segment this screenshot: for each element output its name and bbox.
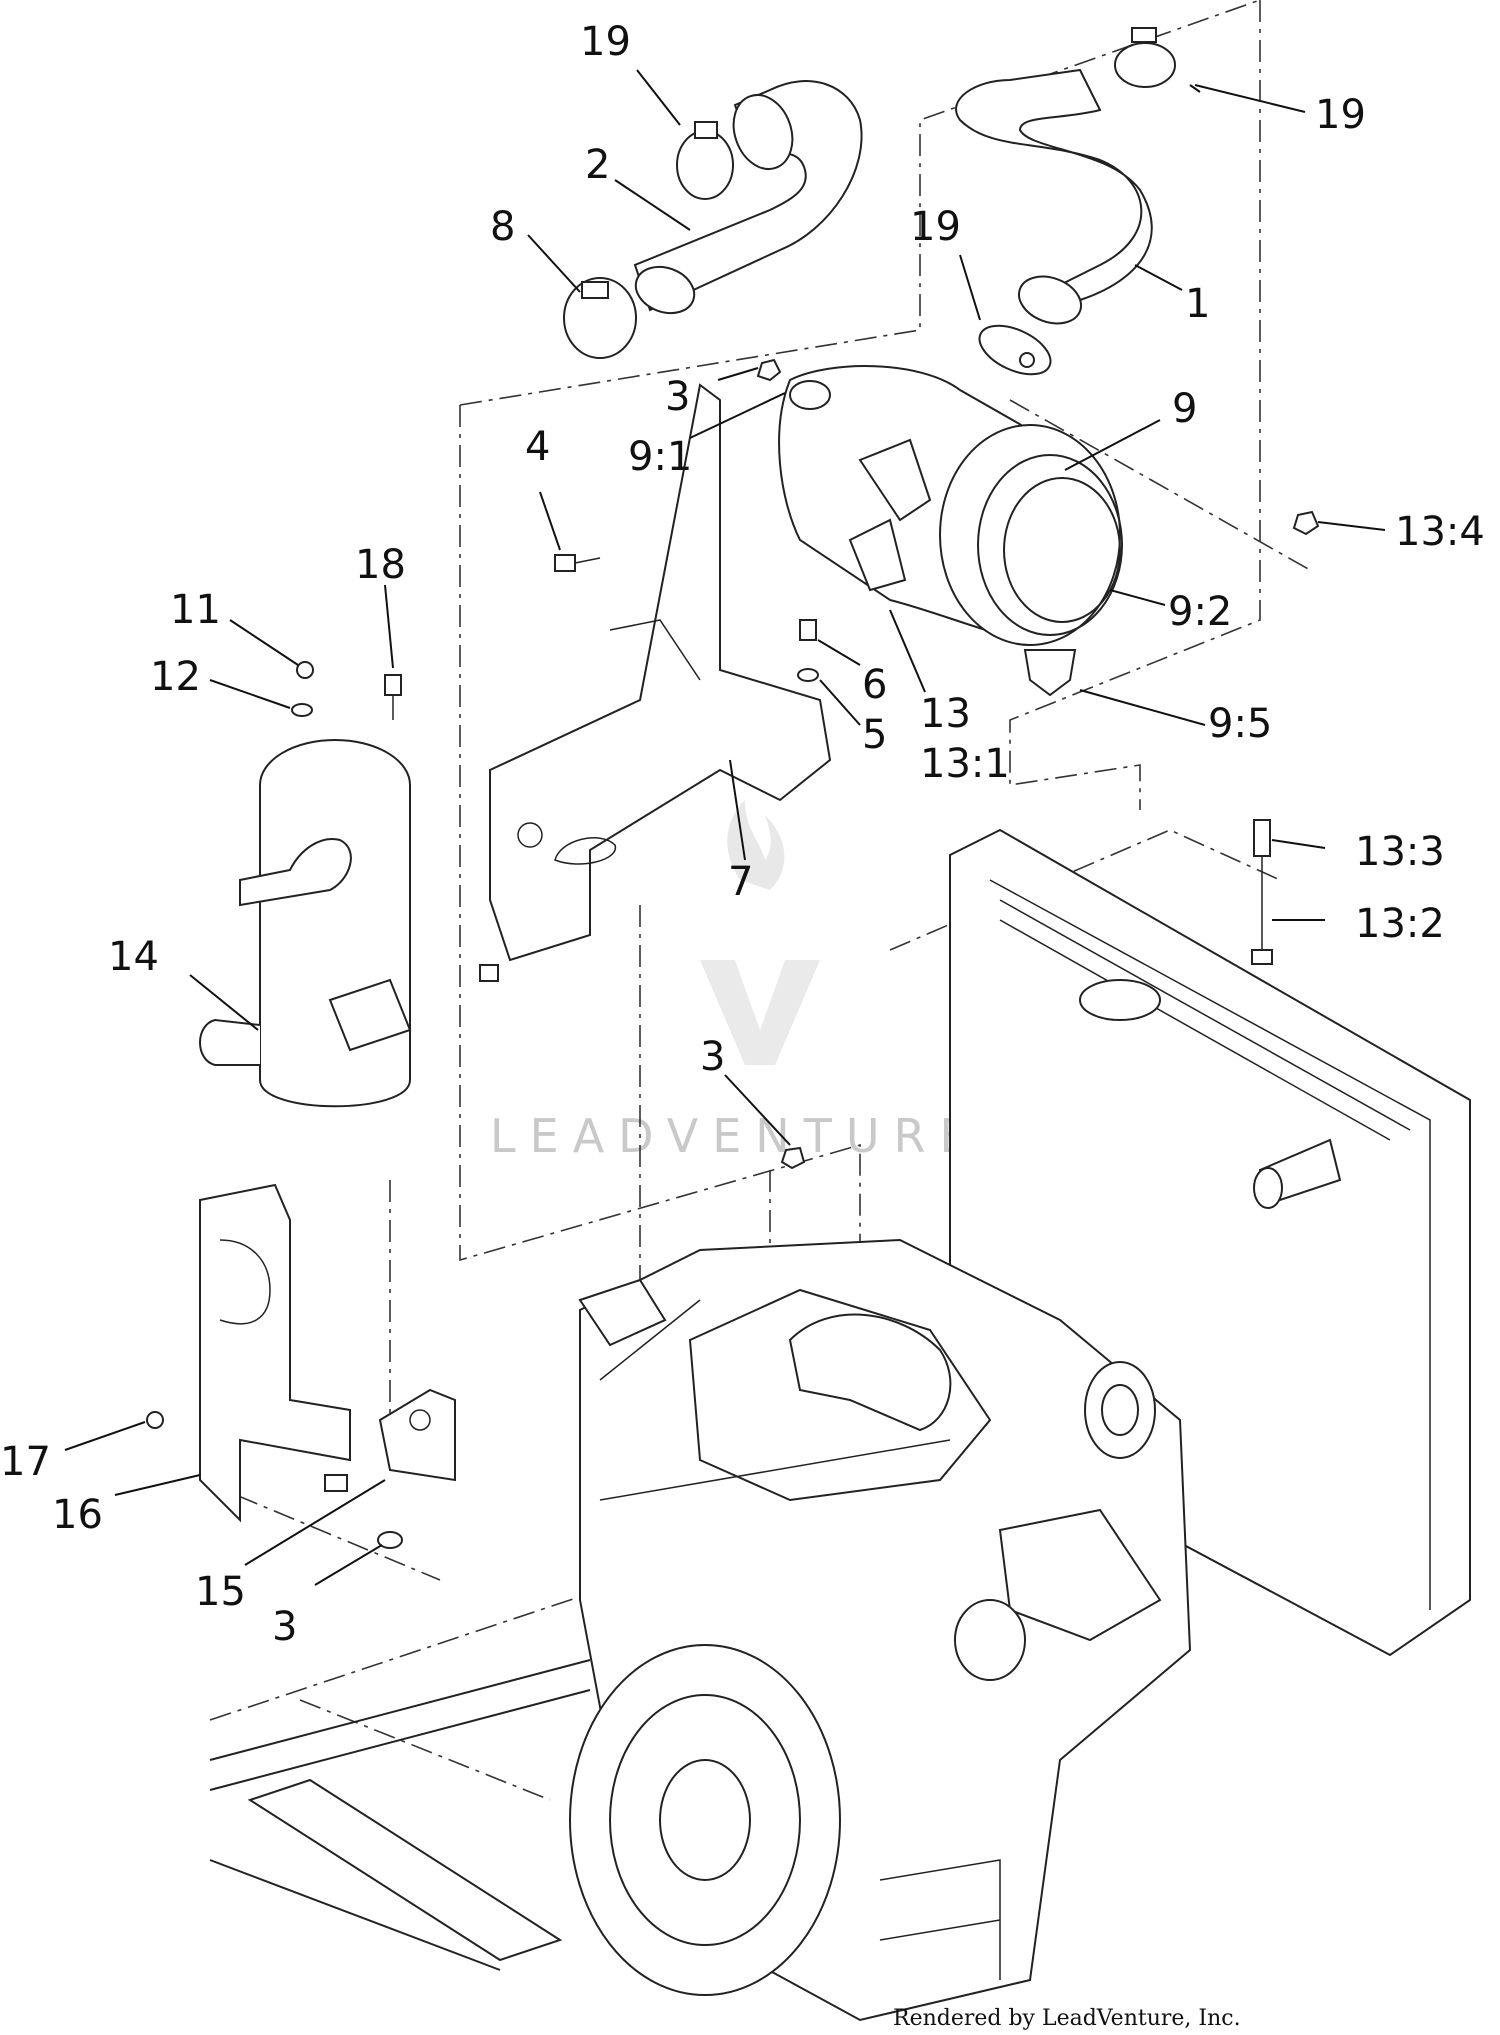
nut-3-upper [756, 358, 782, 382]
callout-9-1: 9:1 [628, 434, 692, 480]
hose-clamp-19-upper-right [1114, 27, 1176, 88]
muffler-14 [199, 739, 412, 1108]
callout-19-upper-left: 19 [580, 19, 631, 65]
bracket-15 [378, 1388, 456, 1482]
hose-1 [955, 68, 1153, 325]
hose-clamp-19-upper-left [676, 121, 734, 200]
watermark-text: LEADVENTURE [490, 1109, 983, 1163]
callout-8: 8 [490, 204, 515, 250]
washer-12 [291, 703, 313, 717]
callout-13-1: 13:1 [920, 741, 1010, 787]
bolt-4 [554, 554, 576, 572]
bolt-15 [324, 1474, 348, 1492]
bolt-13-2 [1251, 949, 1273, 965]
callout-11: 11 [170, 587, 221, 633]
callout-2: 2 [585, 142, 610, 188]
hose-clamp-19-middle [978, 324, 1052, 376]
callout-12: 12 [150, 654, 201, 700]
callout-19-middle: 19 [910, 204, 961, 250]
mounting-bracket-7 [489, 383, 832, 962]
hose-2 [633, 80, 863, 315]
hose-clamp-8 [563, 277, 637, 359]
callout-17: 17 [0, 1439, 51, 1485]
washer-3-lower [377, 1531, 403, 1549]
callout-19-upper-right: 19 [1315, 92, 1366, 138]
callout-9-5: 9:5 [1208, 701, 1272, 747]
callout-5: 5 [862, 712, 887, 758]
callout-13-4: 13:4 [1395, 509, 1485, 555]
leader-lines [64, 69, 1386, 1586]
nut-13-4 [1292, 510, 1320, 536]
render-credit: Rendered by LeadVenture, Inc. [893, 2006, 1241, 2031]
callout-13-3: 13:3 [1355, 829, 1445, 875]
callout-3-lower: 3 [272, 1604, 297, 1650]
callout-14: 14 [108, 934, 159, 980]
engine [569, 1238, 1192, 2022]
callout-13: 13 [920, 691, 971, 737]
callout-3-upper: 3 [665, 374, 690, 420]
callout-3-middle: 3 [700, 1034, 725, 1080]
bolt-17 [146, 1411, 164, 1429]
washer-5 [797, 668, 819, 682]
callout-labels: 19 19 19 2 8 1 3 9:1 9 4 13:4 18 11 12 9… [0, 19, 1485, 1650]
callout-13-2: 13:2 [1355, 901, 1445, 947]
callout-1: 1 [1185, 281, 1210, 327]
nut-11 [296, 661, 314, 679]
spring-13-3 [1253, 819, 1271, 857]
callout-7: 7 [728, 859, 753, 905]
callout-18: 18 [355, 542, 406, 588]
hardware [146, 358, 1320, 1549]
watermark-logo [700, 800, 820, 1065]
callout-4: 4 [525, 424, 550, 470]
callout-16: 16 [52, 1492, 103, 1538]
callout-15: 15 [195, 1569, 246, 1615]
frame-rails [209, 1659, 591, 1971]
callout-9-2: 9:2 [1168, 589, 1232, 635]
callout-6: 6 [862, 662, 887, 708]
bolt-7-lower [479, 964, 499, 982]
nut-3-middle [780, 1146, 806, 1170]
air-cleaner-9 [778, 365, 1123, 697]
callout-9: 9 [1172, 386, 1197, 432]
heat-shield-16 [199, 1183, 351, 1523]
bolt-6 [799, 619, 817, 641]
bolt-18 [384, 674, 402, 696]
